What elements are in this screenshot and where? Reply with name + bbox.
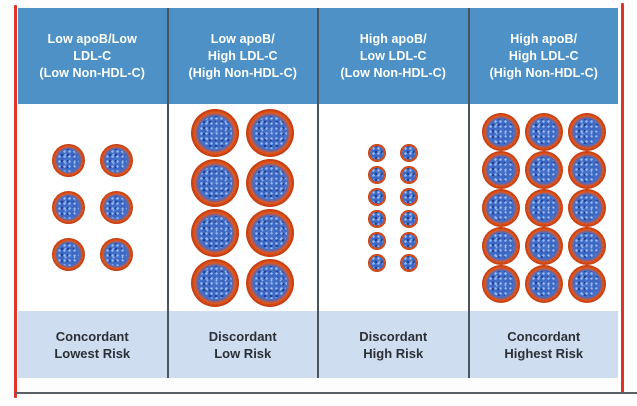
risk-label: Discordant High Risk: [319, 311, 468, 378]
particle-grid: [368, 143, 419, 272]
column-discordant-high-risk: High apoB/ Low LDL-C (Low Non-HDL-C) Dis…: [317, 8, 468, 378]
particle-panel: [18, 104, 167, 311]
lipoprotein-particle: [99, 144, 133, 177]
lipoprotein-particle: [481, 264, 520, 303]
header-line: LDL-C: [73, 48, 112, 63]
lipoprotein-particle: [51, 191, 85, 224]
lipoprotein-particle: [51, 238, 85, 271]
particle-panel: [168, 104, 317, 311]
lipoprotein-particle: [524, 188, 563, 227]
risk-line: Concordant: [507, 328, 581, 344]
header-line: (High Non-HDL-C): [188, 65, 297, 80]
lipoprotein-particle: [524, 112, 563, 151]
column-header: Low apoB/Low LDL-C (Low Non-HDL-C): [18, 8, 167, 104]
particle-grid: [481, 112, 606, 303]
lipoprotein-particle: [400, 209, 419, 228]
lipoprotein-particle: [99, 191, 133, 224]
risk-line: Discordant: [208, 328, 277, 344]
lipoprotein-particle: [567, 188, 606, 227]
lipoprotein-particle: [567, 226, 606, 265]
lipoprotein-particle: [246, 208, 295, 257]
lipoprotein-particle: [368, 143, 387, 162]
lipoprotein-particle: [400, 253, 419, 272]
lipoprotein-particle: [524, 264, 563, 303]
lipoprotein-particle: [368, 209, 387, 228]
particle-grid: [51, 144, 133, 271]
lipoprotein-particle: [368, 253, 387, 272]
lipoprotein-particle: [368, 231, 387, 250]
risk-line: High Risk: [363, 345, 424, 361]
lipoprotein-particle: [191, 158, 240, 207]
lipoprotein-particle: [246, 108, 295, 157]
risk-label: Discordant Low Risk: [168, 311, 317, 378]
risk-line: Concordant: [55, 328, 129, 344]
column-header: Low apoB/ High LDL-C (High Non-HDL-C): [168, 8, 317, 104]
lipoprotein-particle: [246, 158, 295, 207]
risk-label: Concordant Highest Risk: [469, 311, 618, 378]
particle-panel: [469, 104, 618, 311]
lipoprotein-particle: [51, 144, 85, 177]
column-concordant-lowest-risk: Low apoB/Low LDL-C (Low Non-HDL-C) Conco…: [18, 8, 167, 378]
lipoprotein-particle: [368, 165, 387, 184]
lipoprotein-particle: [481, 112, 520, 151]
header-line: High LDL-C: [207, 48, 278, 63]
header-line: High apoB/: [510, 31, 578, 46]
four-quadrant-table: Low apoB/Low LDL-C (Low Non-HDL-C) Conco…: [18, 8, 618, 378]
lipoprotein-particle: [524, 150, 563, 189]
lipoprotein-particle: [191, 108, 240, 157]
particle-panel: [319, 104, 468, 311]
lipoprotein-particle: [567, 112, 606, 151]
risk-line: Lowest Risk: [54, 345, 131, 361]
header-line: Low apoB/: [210, 31, 275, 46]
right-red-border-line: [621, 3, 624, 393]
header-line: (Low Non-HDL-C): [340, 65, 447, 80]
lipoprotein-particle: [567, 150, 606, 189]
lipoprotein-particle: [400, 231, 419, 250]
header-line: High apoB/: [359, 31, 427, 46]
lipoprotein-particle: [246, 258, 295, 307]
column-discordant-low-risk: Low apoB/ High LDL-C (High Non-HDL-C) Di…: [166, 8, 317, 378]
lipoprotein-particle: [400, 143, 419, 162]
risk-label: Concordant Lowest Risk: [18, 311, 167, 378]
particle-grid: [191, 108, 295, 307]
lipoprotein-particle: [481, 226, 520, 265]
header-line: (Low Non-HDL-C): [39, 65, 146, 80]
header-line: Low LDL-C: [359, 48, 427, 63]
lipoprotein-particle: [481, 188, 520, 227]
header-line: (High Non-HDL-C): [489, 65, 598, 80]
lipoprotein-particle: [191, 208, 240, 257]
header-line: High LDL-C: [508, 48, 579, 63]
lipoprotein-particle: [481, 150, 520, 189]
bottom-gray-rule: [15, 392, 637, 394]
lipoprotein-particle: [400, 187, 419, 206]
lipoprotein-particle: [524, 226, 563, 265]
lipoprotein-particle: [567, 264, 606, 303]
lipoprotein-particle: [99, 238, 133, 271]
lipoprotein-particle: [400, 165, 419, 184]
lipoprotein-particle: [191, 258, 240, 307]
left-red-border-line: [14, 5, 17, 398]
column-header: High apoB/ High LDL-C (High Non-HDL-C): [469, 8, 618, 104]
risk-line: Low Risk: [214, 345, 272, 361]
column-concordant-highest-risk: High apoB/ High LDL-C (High Non-HDL-C) C…: [467, 8, 618, 378]
column-header: High apoB/ Low LDL-C (Low Non-HDL-C): [319, 8, 468, 104]
header-line: Low apoB/Low: [47, 31, 137, 46]
risk-line: Highest Risk: [504, 345, 584, 361]
risk-line: Discordant: [359, 328, 428, 344]
lipoprotein-particle: [368, 187, 387, 206]
